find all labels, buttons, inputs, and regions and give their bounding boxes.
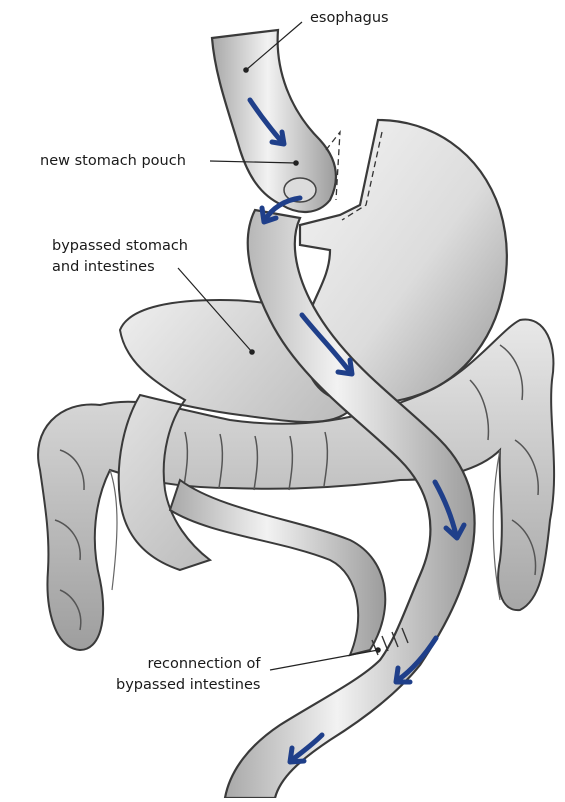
label-reconnection: reconnection of bypassed intestines	[116, 654, 260, 696]
esophagus-and-pouch	[210, 28, 341, 213]
label-bypassed-stomach: bypassed stomach and intestines	[52, 236, 188, 278]
flow-arrow-1	[247, 97, 287, 147]
bypassed-limb	[168, 478, 387, 657]
leader-bypassed	[177, 267, 253, 353]
label-pouch-text: new stomach pouch	[40, 153, 186, 169]
leader-lines	[177, 21, 381, 671]
label-bypassed-line2: and intestines	[52, 259, 155, 275]
leader-pouch	[209, 160, 297, 164]
flow-arrow-6	[287, 732, 325, 765]
label-reconnection-line2: bypassed intestines	[116, 677, 261, 693]
label-reconnection-line1: reconnection of	[147, 656, 261, 672]
flow-arrow-5	[393, 635, 439, 685]
upper-stomach	[298, 118, 508, 405]
flow-arrow-2	[259, 195, 303, 225]
leader-esophagus	[245, 21, 303, 71]
label-bypassed-line1: bypassed stomach	[52, 238, 189, 254]
leader-reconnection	[269, 649, 379, 671]
flow-arrow-3	[299, 312, 355, 377]
flow-arrows	[247, 97, 467, 765]
label-esophagus: esophagus	[310, 8, 389, 29]
label-esophagus-text: esophagus	[310, 10, 389, 26]
flow-arrow-4	[432, 479, 467, 541]
label-new-stomach-pouch: new stomach pouch	[40, 151, 186, 172]
